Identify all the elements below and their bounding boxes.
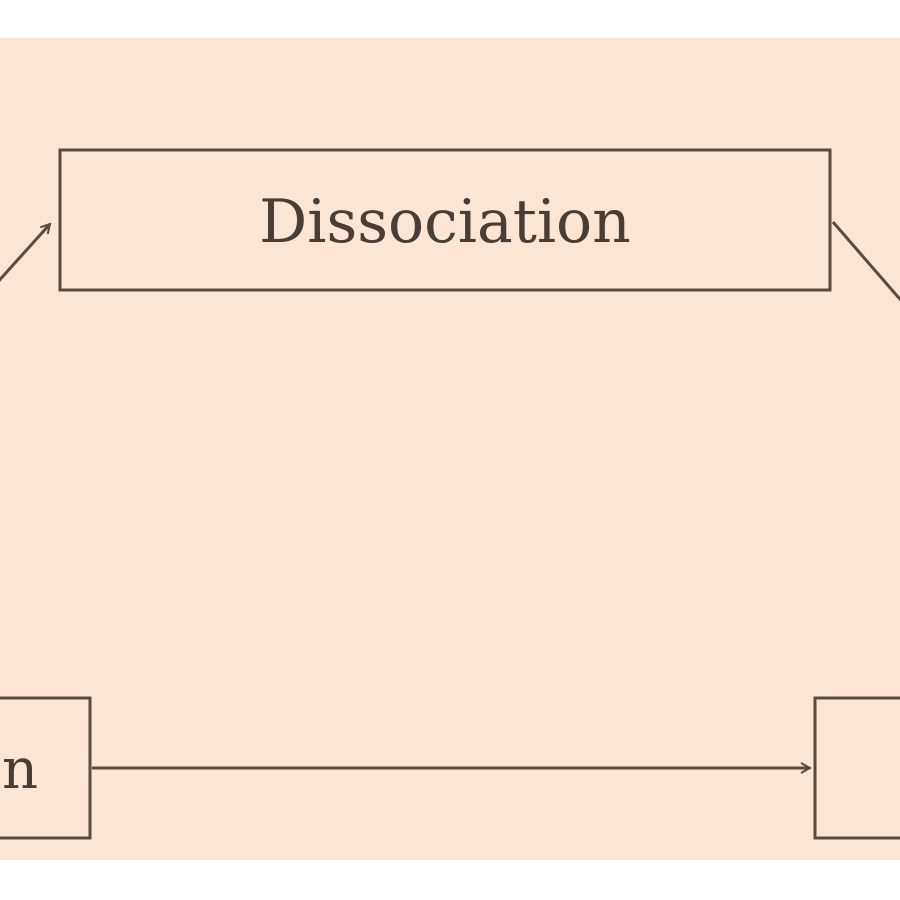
left-box-border bbox=[0, 696, 92, 840]
left-box-label: n bbox=[2, 737, 38, 802]
dissociation-box-border bbox=[58, 148, 832, 292]
dissociation-box-label: Dissociation bbox=[259, 187, 631, 257]
dissociation-box: Dissociation bbox=[58, 148, 832, 292]
arrow-into-dissociation bbox=[0, 224, 50, 282]
right-box bbox=[813, 696, 900, 840]
line-out-of-dissociation bbox=[831, 221, 900, 302]
left-box: n bbox=[0, 696, 92, 840]
right-box-border bbox=[813, 696, 900, 840]
diagram-background bbox=[0, 38, 900, 860]
